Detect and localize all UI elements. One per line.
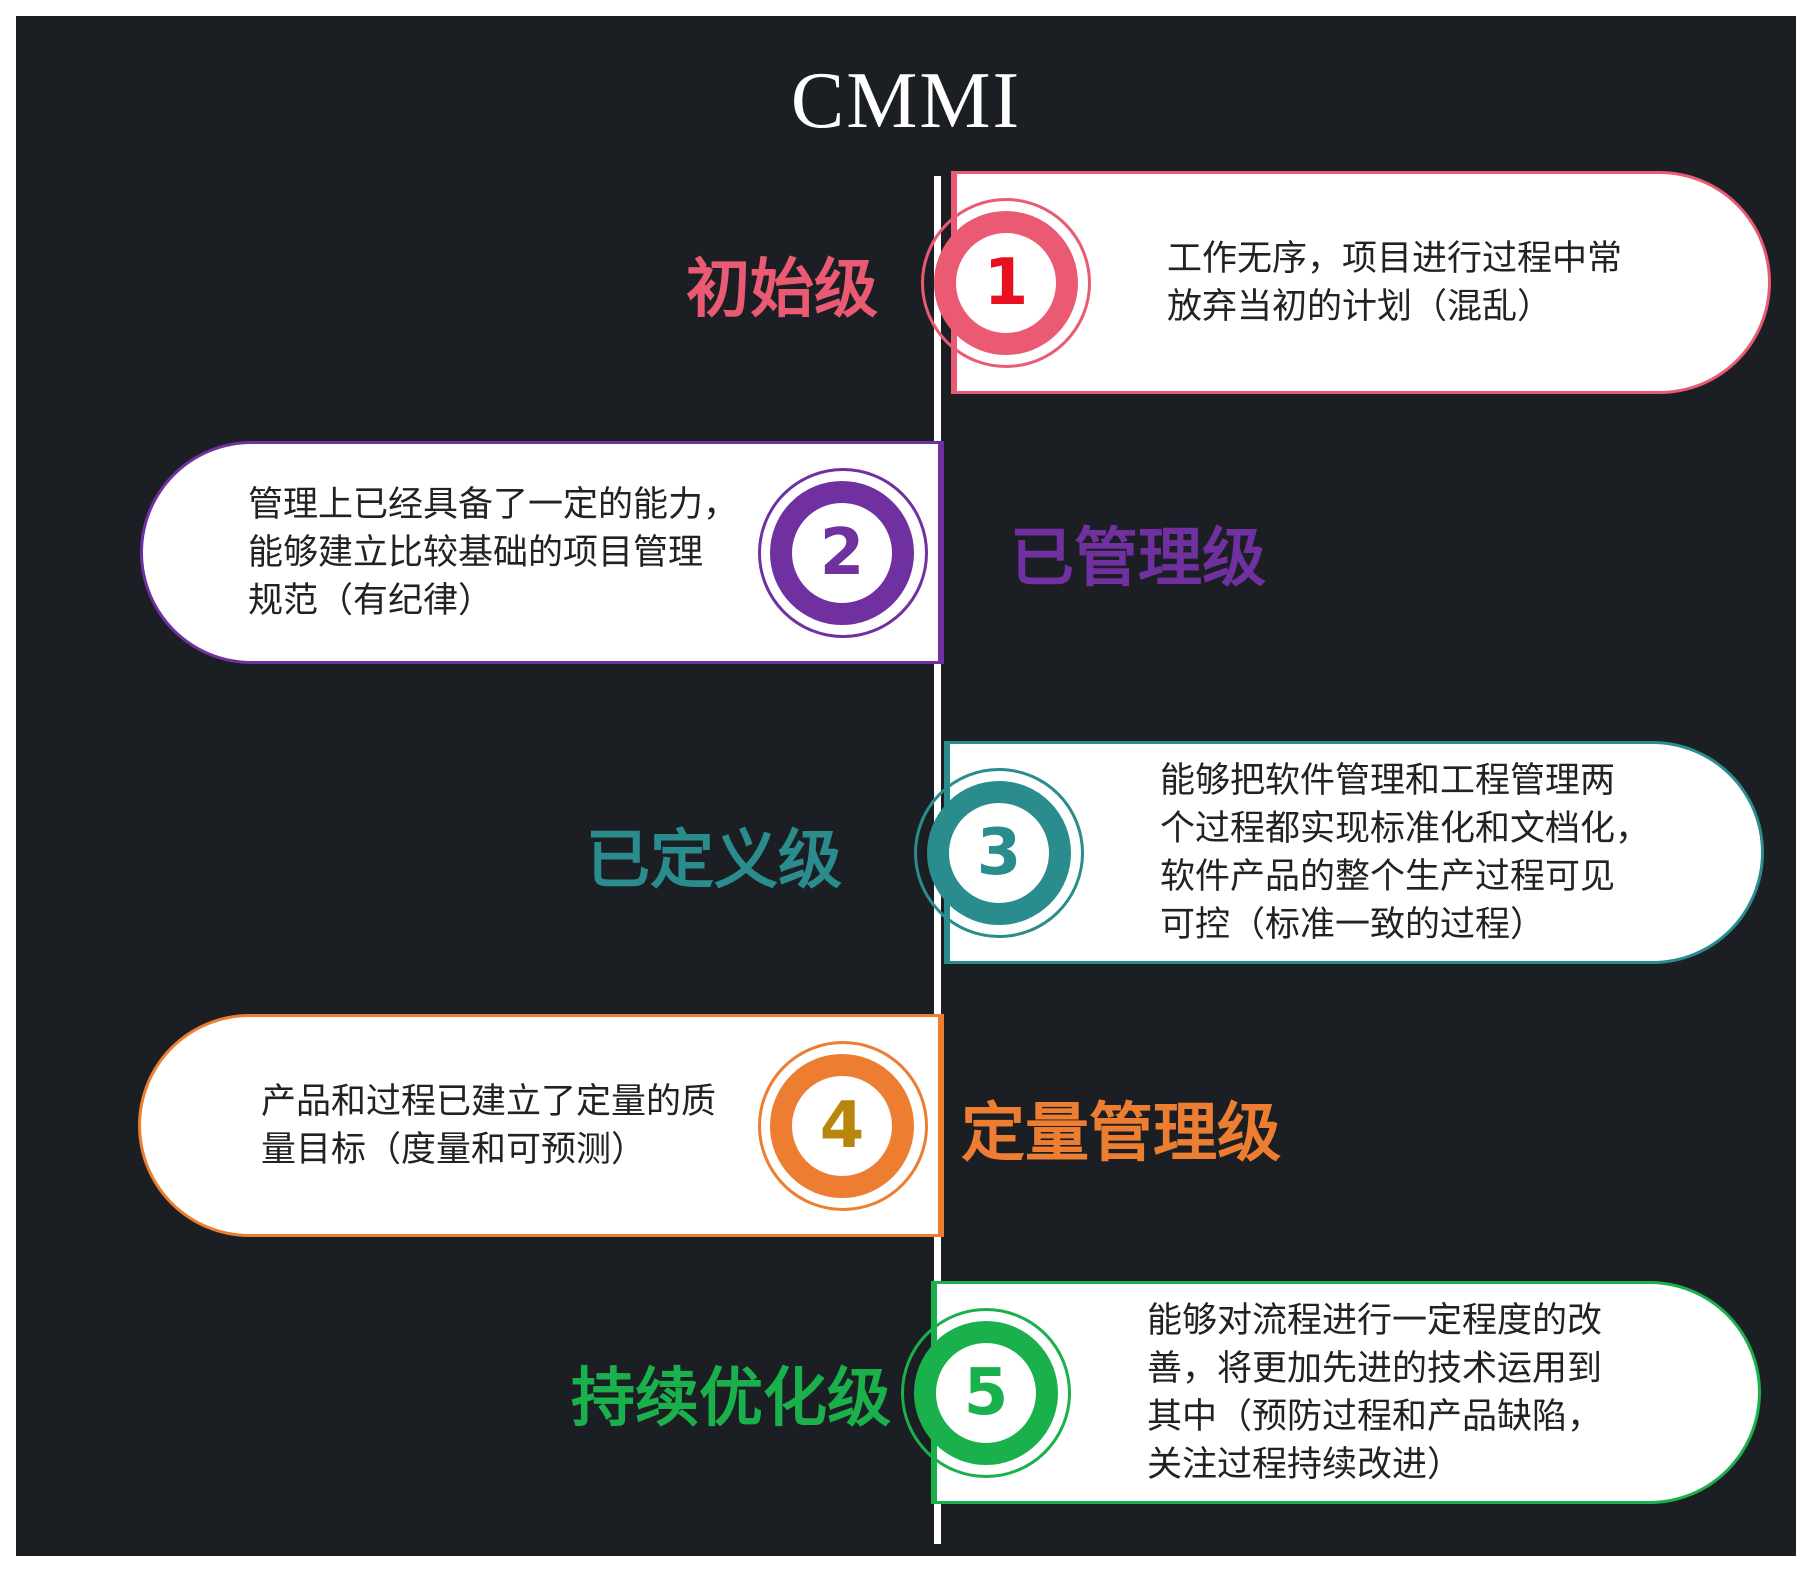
level-2-description: 管理上已经具备了一定的能力， 能够建立比较基础的项目管理 规范（有纪律）: [248, 481, 738, 625]
level-4-desc-line: 产品和过程已建立了定量的质: [261, 1081, 717, 1122]
level-5-number-badge: 5: [914, 1320, 1058, 1465]
level-3-description: 能够把软件管理和工程管理两 个过程都实现标准化和文档化， 软件产品的整个生产过程…: [1160, 757, 1650, 949]
level-5-outer-ring: [901, 1307, 1071, 1478]
level-3-card: 3 能够把软件管理和工程管理两 个过程都实现标准化和文档化， 软件产品的整个生产…: [914, 741, 1764, 964]
level-5-desc-line: 其中（预防过程和产品缺陷，: [1147, 1396, 1603, 1437]
level-4-outer-ring: [758, 1040, 928, 1211]
level-3-number-badge: 3: [927, 780, 1071, 925]
level-5-description: 能够对流程进行一定程度的改 善，将更加先进的技术运用到 其中（预防过程和产品缺陷…: [1147, 1297, 1602, 1489]
level-1-outer-ring: [921, 197, 1091, 368]
diagram-canvas: CMMI 初始级 1 工作无序，项目进行过程中常 放弃当初的计划（混乱） 已管理…: [16, 16, 1796, 1556]
level-3-name: 已定义级: [586, 824, 842, 898]
level-2-desc-line: 管理上已经具备了一定的能力，: [248, 484, 739, 525]
level-4-name: 定量管理级: [961, 1097, 1281, 1171]
level-3-desc-line: 可控（标准一致的过程）: [1160, 904, 1546, 945]
level-2-desc-line: 规范（有纪律）: [248, 580, 494, 621]
level-2-desc-line: 能够建立比较基础的项目管理: [248, 532, 704, 573]
level-2-name: 已管理级: [1010, 522, 1266, 596]
level-5-desc-line: 能够对流程进行一定程度的改: [1147, 1300, 1603, 1341]
level-2-number-badge: 2: [770, 480, 914, 625]
level-1-description: 工作无序，项目进行过程中常 放弃当初的计划（混乱）: [1167, 235, 1622, 331]
level-4-description: 产品和过程已建立了定量的质 量目标（度量和可预测）: [261, 1078, 716, 1174]
level-4-desc-line: 量目标（度量和可预测）: [261, 1129, 647, 1170]
level-1-card: 1 工作无序，项目进行过程中常 放弃当初的计划（混乱）: [921, 171, 1771, 394]
level-2-outer-ring: [758, 467, 928, 638]
level-3-outer-ring: [914, 767, 1084, 938]
level-4-number-badge: 4: [770, 1053, 914, 1198]
level-1-number-badge: 1: [934, 210, 1078, 355]
level-4-card: 4 产品和过程已建立了定量的质 量目标（度量和可预测）: [138, 1014, 944, 1237]
level-3-desc-line: 能够把软件管理和工程管理两: [1160, 760, 1616, 801]
level-5-desc-line: 关注过程持续改进）: [1147, 1444, 1463, 1485]
level-1-name: 初始级: [686, 253, 878, 327]
level-3-desc-line: 软件产品的整个生产过程可见: [1160, 856, 1616, 897]
level-5-card: 5 能够对流程进行一定程度的改 善，将更加先进的技术运用到 其中（预防过程和产品…: [901, 1281, 1761, 1504]
diagram-title: CMMI: [790, 57, 1022, 145]
level-5-name: 持续优化级: [571, 1362, 891, 1436]
level-3-desc-line: 个过程都实现标准化和文档化，: [1160, 808, 1651, 849]
level-1-desc-line: 放弃当初的计划（混乱）: [1167, 286, 1553, 327]
level-5-desc-line: 善，将更加先进的技术运用到: [1147, 1348, 1603, 1389]
level-1-desc-line: 工作无序，项目进行过程中常: [1167, 238, 1623, 279]
level-2-card: 2 管理上已经具备了一定的能力， 能够建立比较基础的项目管理 规范（有纪律）: [140, 441, 944, 664]
